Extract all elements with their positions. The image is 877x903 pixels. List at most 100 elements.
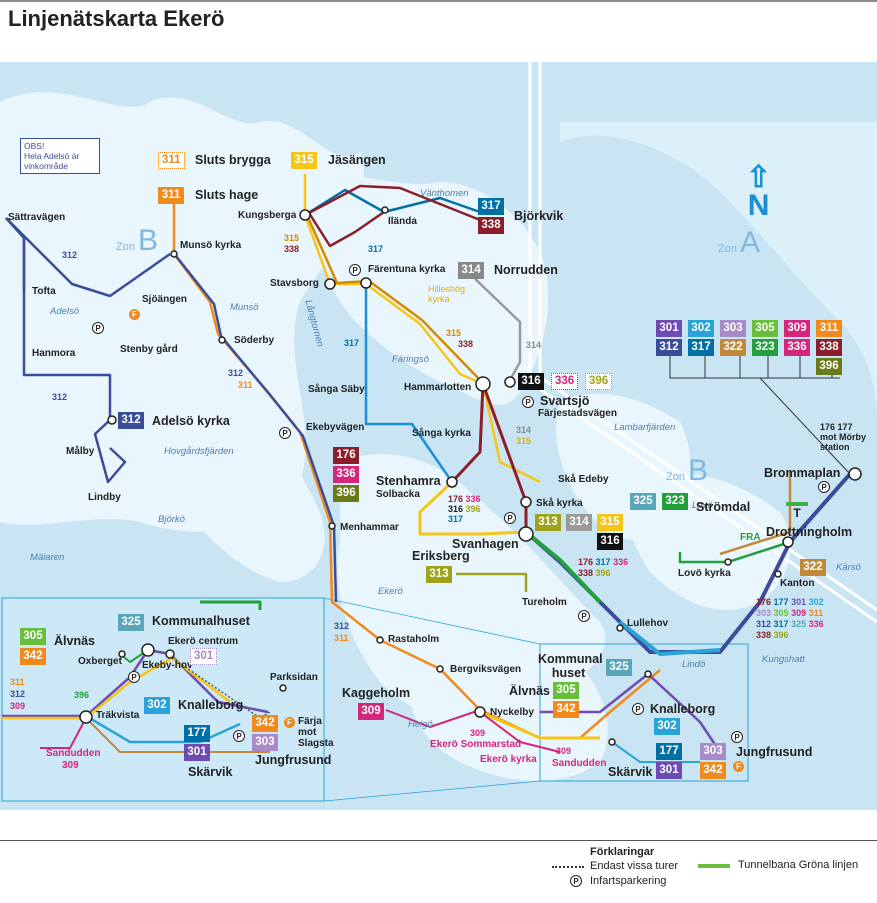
route-number: 309 — [470, 728, 486, 738]
route-badge-301[interactable]: 301 — [656, 762, 682, 779]
route-badge-301[interactable]: 301 — [656, 320, 682, 337]
terminal-label: Jungfrusund — [736, 745, 813, 759]
route-badge-336-dotted[interactable]: 336 — [551, 373, 579, 390]
stop-label: 309 — [62, 760, 79, 771]
water-label: Lindö — [682, 659, 706, 670]
route-badge-311[interactable]: 311 — [158, 187, 184, 204]
route-number: 314 — [516, 425, 532, 435]
stop-label: Rastaholm — [388, 634, 440, 645]
water-label: Munsö — [230, 302, 259, 313]
route-badge-309[interactable]: 309 — [784, 320, 810, 337]
zone-b-east: Zon B — [666, 454, 709, 487]
route-badge-303[interactable]: 303 — [720, 320, 746, 337]
route-badge-313[interactable]: 313 — [426, 566, 452, 583]
route-badge-302[interactable]: 302 — [654, 718, 680, 735]
terminal-label: Svartsjö — [540, 394, 590, 408]
metro-sign-icon: T — [786, 502, 808, 520]
route-badge-313[interactable]: 313 — [535, 514, 561, 531]
route-number: 315 — [516, 436, 532, 446]
map-title: Linjenätskarta Ekerö — [8, 6, 225, 31]
stop-label: Träkvista — [96, 710, 140, 721]
route-number: 311 — [238, 380, 253, 390]
water-label: Hovgårdsfjärden — [164, 446, 234, 457]
stop-label: FRA — [740, 532, 761, 543]
route-badge-316[interactable]: 316 — [518, 373, 544, 390]
route-badge-311-dotted[interactable]: 311 — [158, 152, 185, 169]
route-badge-303[interactable]: 303 — [252, 734, 278, 751]
route-badge-317[interactable]: 317 — [688, 339, 714, 356]
route-badge-342[interactable]: 342 — [700, 762, 726, 779]
route-badge-322[interactable]: 322 — [800, 559, 826, 576]
water-label: Ekerö — [378, 586, 403, 597]
route-badge-315[interactable]: 315 — [291, 152, 317, 169]
route-badge-314[interactable]: 314 — [566, 514, 592, 531]
terminal-label: Kommunalhuset — [152, 614, 250, 628]
route-badge-305[interactable]: 305 — [553, 682, 579, 699]
route-badge-338[interactable]: 338 — [816, 339, 842, 356]
ferry-icon: F — [733, 761, 744, 772]
route-badge-305[interactable]: 305 — [20, 628, 46, 645]
stop-label: Ekebyvägen — [306, 422, 365, 433]
route-badge-303[interactable]: 303 — [700, 743, 726, 760]
stop-label: Kanton — [780, 578, 815, 589]
water-label: Björkö — [158, 514, 185, 525]
terminal-label: Skärvik — [188, 765, 233, 779]
terminal-label: Brommaplan — [764, 466, 841, 480]
parking-icon: P — [731, 731, 743, 743]
route-badge-396[interactable]: 396 — [816, 358, 842, 375]
route-badge-315[interactable]: 315 — [597, 514, 623, 531]
parking-icon: P — [128, 671, 140, 683]
stop-label: Hammarlotten — [404, 382, 472, 393]
top-rule — [0, 0, 877, 2]
water-label: Färingsö — [392, 354, 429, 365]
route-badge-312[interactable]: 312 — [656, 339, 682, 356]
terminal-label: Norrudden — [494, 263, 558, 277]
route-badge-302[interactable]: 302 — [688, 320, 714, 337]
terminal-label: Svanhagen — [452, 537, 519, 551]
route-badge-325[interactable]: 325 — [630, 493, 656, 510]
route-badge-325[interactable]: 325 — [118, 614, 144, 631]
terminal-label: Kommunal huset — [538, 652, 603, 680]
route-badge-342[interactable]: 342 — [20, 648, 46, 665]
route-badge-396-dotted[interactable]: 396 — [585, 373, 613, 390]
route-badge-336[interactable]: 336 — [333, 466, 359, 483]
route-number: 338 — [458, 339, 474, 349]
route-badge-323[interactable]: 323 — [752, 339, 778, 356]
route-badge-325[interactable]: 325 — [606, 659, 632, 676]
water-label: Kungshatt — [762, 654, 805, 665]
route-lines — [2, 174, 852, 763]
ferry-icon: F — [129, 309, 140, 320]
stop-label: Lovö kyrka — [678, 568, 731, 579]
route-badge-323[interactable]: 323 — [662, 493, 688, 510]
route-badge-176[interactable]: 176 — [333, 447, 359, 464]
route-badge-177[interactable]: 177 — [184, 725, 210, 742]
route-badge-302[interactable]: 302 — [144, 697, 170, 714]
legend-rule — [0, 840, 877, 841]
parking-icon: P — [818, 481, 830, 493]
route-badge-322[interactable]: 322 — [720, 339, 746, 356]
route-badge-317[interactable]: 317 — [478, 198, 504, 215]
route-badge-177[interactable]: 177 — [656, 743, 682, 760]
route-badge-396[interactable]: 396 — [333, 485, 359, 502]
route-badge-301[interactable]: 301 — [184, 744, 210, 761]
water-label: Lovö — [692, 500, 713, 511]
parking-icon: P — [578, 610, 590, 622]
route-badge-338[interactable]: 338 — [478, 217, 504, 234]
route-badge-314[interactable]: 314 — [458, 262, 484, 279]
route-badge-309[interactable]: 309 — [358, 703, 384, 720]
stop-label: Ekerö kyrka — [480, 754, 537, 765]
stop-label: Stenby gård — [120, 344, 178, 355]
stop-label: Sånga Säby — [308, 384, 365, 395]
route-badge-336[interactable]: 336 — [784, 339, 810, 356]
stop-label: Lullehov — [627, 618, 669, 629]
route-badge-316[interactable]: 316 — [597, 533, 623, 550]
route-badge-342[interactable]: 342 — [553, 701, 579, 718]
route-badge-342[interactable]: 342 — [252, 715, 278, 732]
route-badge-301-dotted[interactable]: 301 — [190, 648, 218, 665]
route-badge-312[interactable]: 312 — [118, 412, 144, 429]
route-badge-311[interactable]: 311 — [816, 320, 842, 337]
route-badge-305[interactable]: 305 — [752, 320, 778, 337]
terminal-label: Björkvik — [514, 209, 564, 223]
